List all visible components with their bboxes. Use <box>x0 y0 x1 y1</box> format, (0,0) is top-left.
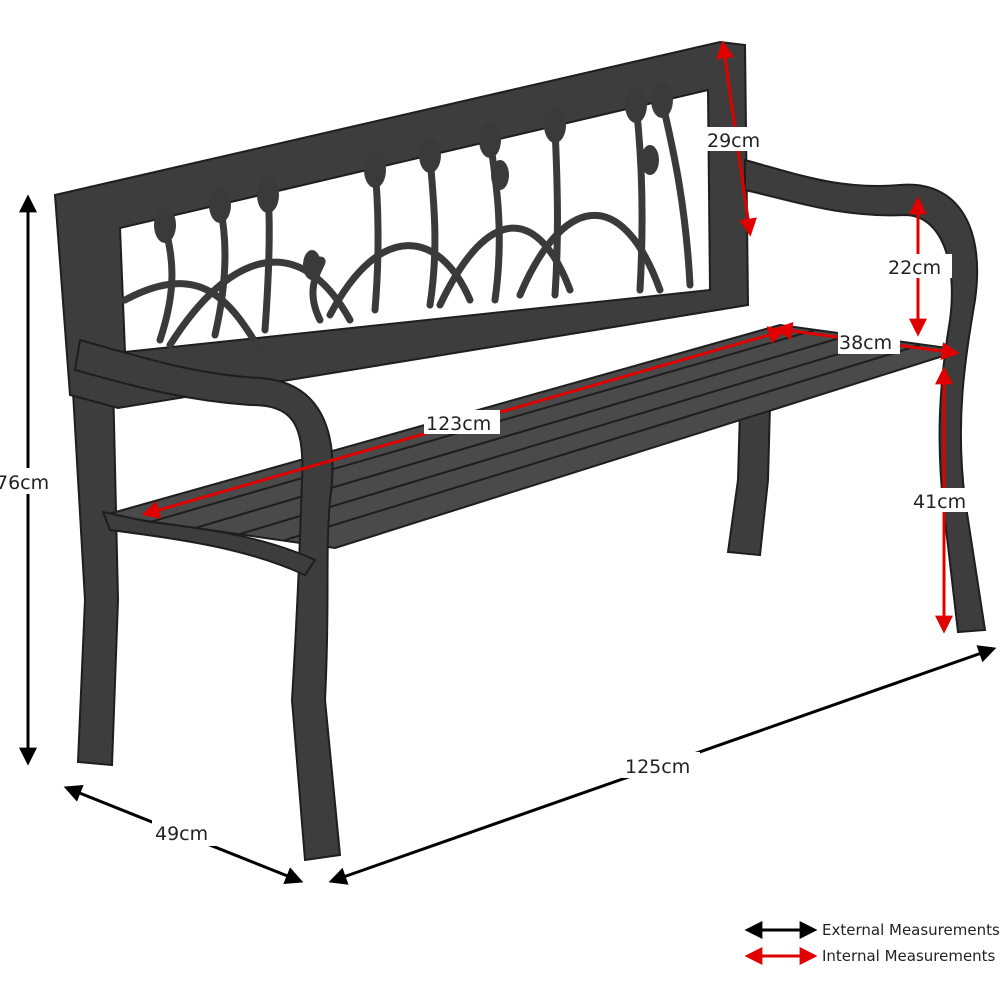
left-seat-support <box>101 510 317 577</box>
external-measurements: 76cm 49cm 125cm <box>0 194 997 885</box>
seat-depth-label: 38cm <box>839 332 892 354</box>
seat-height-label: 41cm <box>913 491 966 513</box>
rear-right-leg <box>726 403 772 557</box>
internal-measurements: 123cm 38cm 29cm 22cm 41cm <box>141 40 976 634</box>
external-legend-label: External Measurements <box>822 921 1000 939</box>
seat-width-label: 123cm <box>426 413 491 435</box>
legend: External Measurements Internal Measureme… <box>744 921 1000 965</box>
right-armrest <box>744 158 987 634</box>
height-label: 76cm <box>0 472 49 494</box>
bench-illustration <box>53 40 987 862</box>
backrest-height-label: 29cm <box>707 130 760 152</box>
depth-label: 49cm <box>155 823 208 845</box>
internal-legend-label: Internal Measurements <box>822 947 996 965</box>
tulip-pattern <box>121 82 694 354</box>
width-label: 125cm <box>625 756 690 778</box>
armrest-height-label: 22cm <box>888 257 941 279</box>
